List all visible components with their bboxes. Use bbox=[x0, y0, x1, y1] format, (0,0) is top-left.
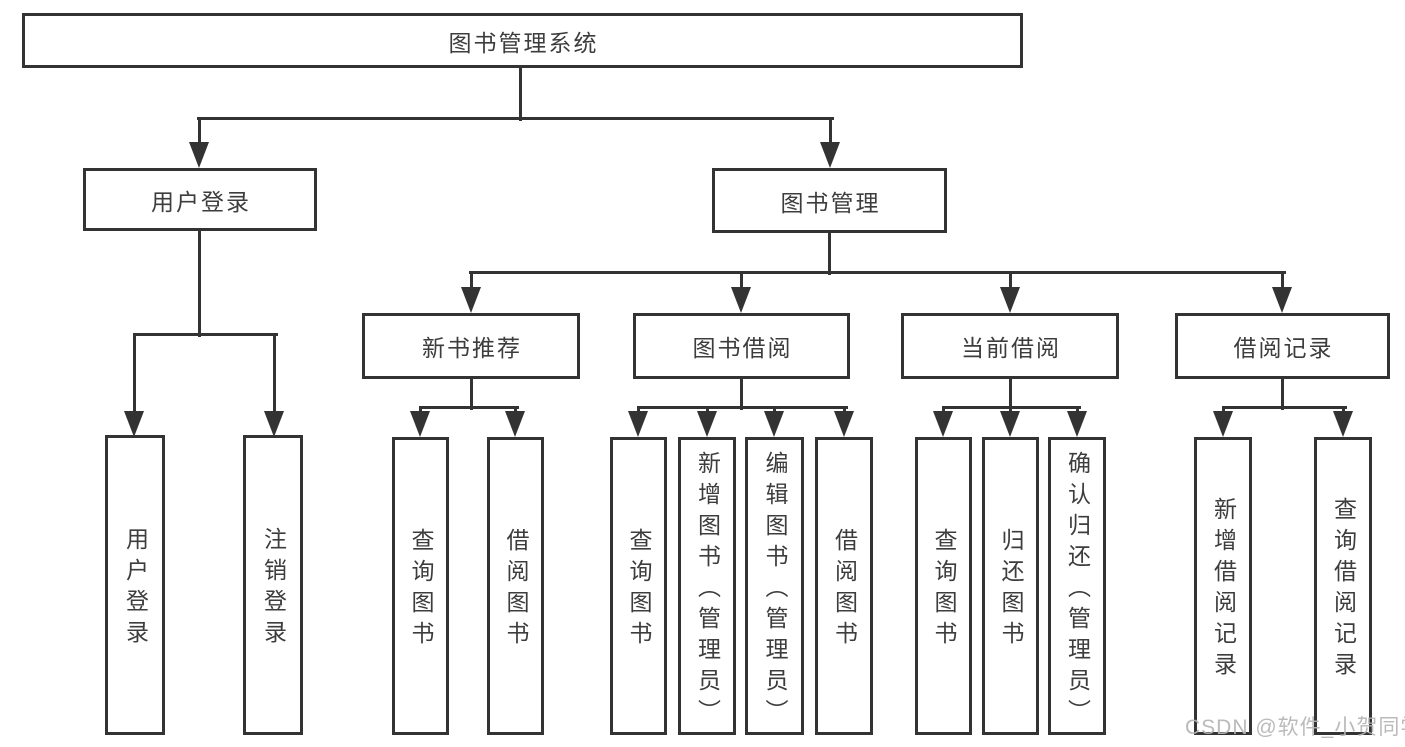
node-book-mgmt: 图书管理 bbox=[712, 168, 947, 233]
connector-line bbox=[1221, 405, 1347, 409]
node-user-login: 用户登录 bbox=[83, 168, 317, 231]
connector-line bbox=[418, 405, 519, 409]
node-label: 新书推荐 bbox=[422, 335, 522, 361]
node-label: 查询图书 bbox=[931, 528, 957, 652]
node-label: 借阅图书 bbox=[503, 528, 529, 652]
node-label: 图书管理 bbox=[780, 189, 881, 216]
node-leaf-br-add: 新增借阅记录 bbox=[1194, 437, 1252, 735]
arrow-down-icon bbox=[1067, 411, 1087, 437]
arrow-down-icon bbox=[1000, 287, 1020, 313]
node-label: 查询借阅记录 bbox=[1330, 497, 1357, 683]
node-leaf-br-query: 查询借阅记录 bbox=[1314, 437, 1372, 735]
connector-line bbox=[1008, 272, 1012, 293]
node-new-book-rec: 新书推荐 bbox=[362, 313, 580, 379]
node-leaf-bb-borrow: 借阅图书 bbox=[815, 437, 873, 735]
arrow-down-icon bbox=[189, 142, 209, 168]
node-leaf-cb-confirm: 确认归还（管理员） bbox=[1048, 437, 1106, 735]
node-label: 编辑图书（管理员） bbox=[762, 450, 788, 730]
connector-line bbox=[196, 116, 834, 120]
node-label: 新增图书（管理员） bbox=[694, 450, 721, 730]
connector-line bbox=[197, 118, 201, 148]
csdn-watermark: CSDN @软件_小贺同学 bbox=[1185, 716, 1405, 739]
node-label: 借阅图书 bbox=[831, 528, 858, 652]
connector-line bbox=[1008, 379, 1012, 410]
node-book-borrow: 图书借阅 bbox=[633, 313, 850, 379]
node-root: 图书管理系统 bbox=[22, 13, 1023, 68]
node-label: 当前借阅 bbox=[961, 335, 1061, 361]
connector-line bbox=[272, 334, 276, 417]
node-label: 注销登录 bbox=[260, 527, 287, 651]
connector-line bbox=[1280, 379, 1284, 410]
node-leaf-nb-borrow: 借阅图书 bbox=[487, 437, 544, 735]
arrow-down-icon bbox=[124, 411, 144, 437]
arrow-down-icon bbox=[731, 287, 751, 313]
arrow-down-icon bbox=[410, 411, 430, 437]
arrow-down-icon bbox=[1333, 411, 1353, 437]
node-leaf-bb-edit: 编辑图书（管理员） bbox=[745, 437, 804, 735]
arrow-down-icon bbox=[764, 411, 784, 437]
node-leaf-cb-return: 归还图书 bbox=[982, 437, 1039, 735]
node-leaf-cb-query: 查询图书 bbox=[915, 437, 972, 735]
arrow-down-icon bbox=[1000, 411, 1020, 437]
node-leaf-user-login: 用户登录 bbox=[105, 435, 165, 735]
arrow-down-icon bbox=[461, 287, 481, 313]
connector-line bbox=[132, 334, 136, 417]
arrow-down-icon bbox=[834, 411, 854, 437]
node-leaf-bb-query: 查询图书 bbox=[610, 437, 667, 735]
node-label: 用户登录 bbox=[122, 527, 149, 651]
node-label: 借阅记录 bbox=[1233, 335, 1334, 361]
arrow-down-icon bbox=[697, 411, 717, 437]
connector-line bbox=[636, 405, 848, 409]
connector-line bbox=[518, 68, 522, 121]
arrow-down-icon bbox=[264, 411, 284, 437]
connector-line bbox=[739, 379, 743, 410]
node-label: 查询图书 bbox=[626, 528, 652, 652]
node-label: 查询图书 bbox=[408, 528, 434, 652]
connector-line bbox=[827, 233, 831, 275]
node-label: 新增借阅记录 bbox=[1210, 497, 1237, 683]
arrow-down-icon bbox=[1272, 287, 1292, 313]
node-label: 图书借阅 bbox=[692, 335, 793, 361]
node-label: 图书管理系统 bbox=[448, 29, 599, 56]
node-leaf-bb-add: 新增图书（管理员） bbox=[678, 437, 736, 735]
arrow-down-icon bbox=[820, 142, 840, 168]
node-current-borrow: 当前借阅 bbox=[901, 313, 1119, 379]
connector-line bbox=[469, 272, 473, 293]
node-label: 用户登录 bbox=[151, 188, 251, 215]
connector-line bbox=[739, 272, 743, 293]
node-label: 归还图书 bbox=[998, 528, 1024, 652]
node-borrow-records: 借阅记录 bbox=[1175, 313, 1390, 379]
connector-line bbox=[1280, 272, 1284, 293]
arrow-down-icon bbox=[933, 411, 953, 437]
connector-line bbox=[468, 270, 1286, 274]
node-label: 确认归还（管理员） bbox=[1064, 450, 1091, 730]
connector-line bbox=[469, 379, 473, 410]
arrow-down-icon bbox=[1213, 411, 1233, 437]
connector-line bbox=[132, 332, 278, 336]
node-leaf-nb-query: 查询图书 bbox=[392, 437, 449, 735]
connector-line bbox=[828, 118, 832, 148]
connector-line bbox=[197, 231, 201, 337]
arrow-down-icon bbox=[628, 411, 648, 437]
arrow-down-icon bbox=[505, 411, 525, 437]
node-leaf-logout: 注销登录 bbox=[243, 435, 303, 735]
